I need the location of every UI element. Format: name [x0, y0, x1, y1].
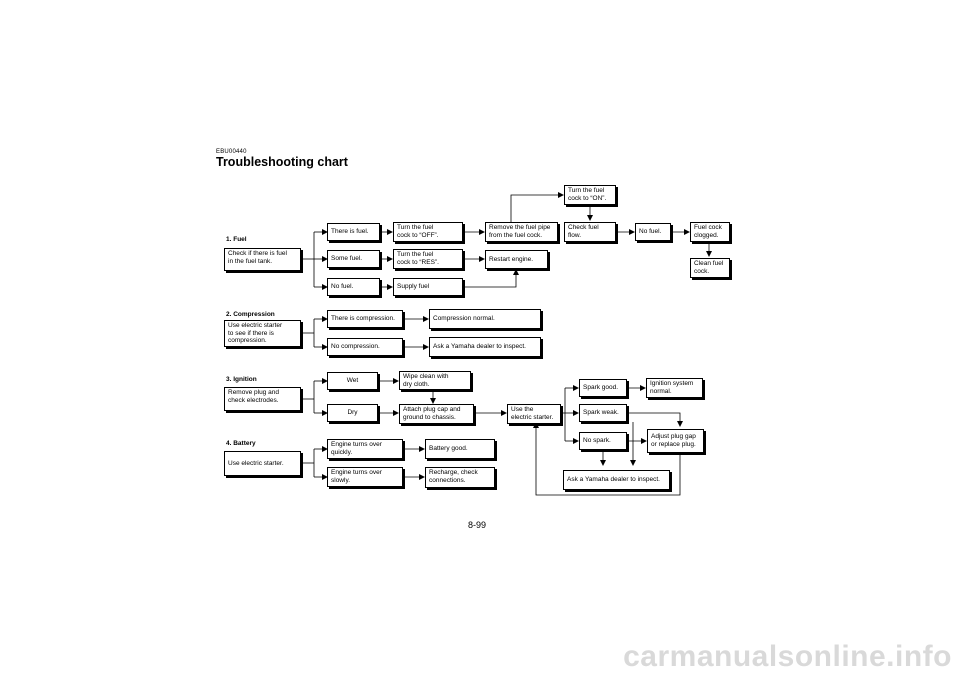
no-fuel-flow-box: No fuel.: [635, 223, 671, 241]
supply-fuel-box: Supply fuel: [393, 278, 463, 296]
there-is-compression-box: There is compression.: [327, 310, 403, 328]
fuel-section-heading: 1. Fuel: [226, 236, 247, 243]
fuel-cock-clogged-box: Fuel cock clogged.: [690, 222, 730, 242]
watermark-logo: carmanualsonline.info: [623, 640, 952, 673]
wipe-clean-box: Wipe clean with dry cloth.: [399, 371, 471, 390]
clean-fuel-cock-box: Clean fuel cock.: [690, 258, 730, 278]
ask-dealer-ignition-box: Ask a Yamaha dealer to inspect.: [563, 470, 670, 490]
check-compression-box: Use electric starter to see if there is …: [224, 320, 301, 347]
ignition-system-normal-box: Ignition system normal.: [646, 378, 703, 398]
turn-cock-on-box: Turn the fuel cock to “ON”.: [564, 185, 616, 205]
engine-turns-quickly-box: Engine turns over quickly.: [327, 439, 403, 459]
spark-weak-box: Spark weak.: [579, 404, 627, 422]
dry-box: Dry: [327, 404, 378, 422]
remove-fuel-pipe-box: Remove the fuel pipe from the fuel cock.: [485, 222, 558, 242]
check-fuel-flow-box: Check fuel flow.: [564, 222, 616, 242]
some-fuel-box: Some fuel.: [327, 250, 380, 268]
restart-engine-box: Restart engine.: [485, 250, 548, 269]
no-fuel-box: No fuel.: [327, 278, 380, 296]
turn-cock-res-box: Turn the fuel cock to “RES”.: [393, 249, 463, 269]
page-title: Troubleshooting chart: [216, 155, 348, 169]
ask-dealer-compression-box: Ask a Yamaha dealer to inspect.: [429, 337, 541, 357]
attach-plug-cap-box: Attach plug cap and ground to chassis.: [399, 404, 474, 424]
use-electric-starter-battery-box: Use electric starter.: [224, 451, 301, 476]
use-electric-starter-box: Use the electric starter.: [507, 404, 561, 424]
wet-box: Wet: [327, 372, 378, 390]
check-fuel-tank-box: Check if there is fuel in the fuel tank.: [224, 248, 301, 271]
no-compression-box: No compression.: [327, 338, 403, 356]
compression-normal-box: Compression normal.: [429, 309, 541, 329]
recharge-connections-box: Recharge, check connections.: [425, 467, 495, 488]
adjust-plug-gap-box: Adjust plug gap or replace plug.: [647, 429, 704, 453]
battery-section-heading: 4. Battery: [226, 440, 256, 447]
battery-good-box: Battery good.: [425, 439, 495, 459]
remove-plug-box: Remove plug and check electrodes.: [224, 387, 301, 411]
compression-section-heading: 2. Compression: [226, 311, 275, 318]
there-is-fuel-box: There is fuel.: [327, 223, 380, 241]
ignition-section-heading: 3. Ignition: [226, 376, 257, 383]
no-spark-box: No spark.: [579, 432, 627, 450]
page-number: 8-99: [468, 520, 487, 530]
engine-turns-slowly-box: Engine turns over slowly.: [327, 467, 403, 487]
spark-good-box: Spark good.: [579, 379, 627, 397]
document-code: EBU00440: [216, 149, 247, 155]
turn-cock-off-box: Turn the fuel cock to “OFF”.: [393, 222, 463, 242]
